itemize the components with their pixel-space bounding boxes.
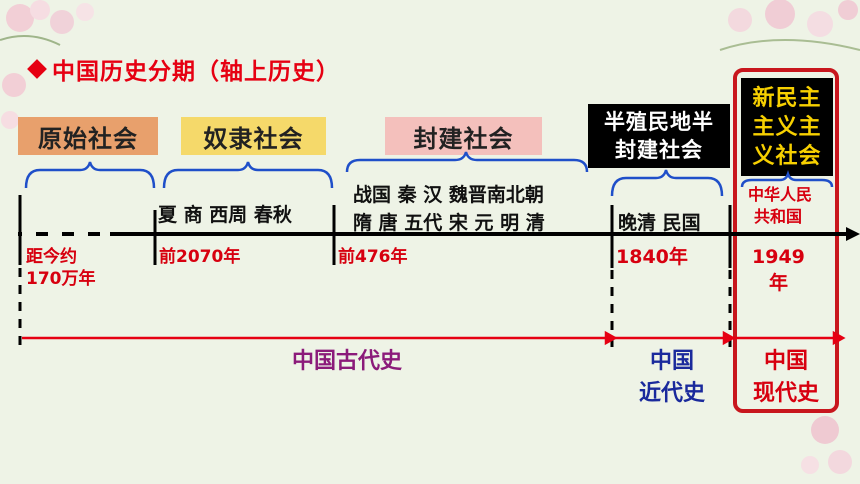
period-contemporary: 中国 现代史 <box>737 346 835 410</box>
year-start-line2: 170万年 <box>26 269 96 289</box>
era-new-line3: 义社会 <box>752 143 822 169</box>
year-start-line1: 距今约 <box>26 247 77 267</box>
dashed-dividers <box>18 268 732 350</box>
title-row: 中国历史分期（轴上历史） <box>27 52 340 86</box>
period-contemporary-line1: 中国 <box>763 349 808 374</box>
period-contemporary-line2: 现代史 <box>752 381 819 406</box>
year-1840: 1840年 <box>616 246 688 268</box>
prc-label-line1: 中华人民 <box>748 185 813 204</box>
page-title: 中国历史分期（轴上历史） <box>52 59 340 85</box>
year-1949: 1949 年 <box>752 244 805 296</box>
era-semi-line2: 封建社会 <box>615 138 703 162</box>
era-new-line2: 主义主 <box>752 114 822 140</box>
prc-label-line2: 共和国 <box>754 207 803 226</box>
era-new-democratic-society: 新民主 主义主 义社会 <box>741 78 833 176</box>
era-primitive-society: 原始社会 <box>18 117 158 155</box>
period-arrows <box>22 330 846 346</box>
era-new-line1: 新民主 <box>752 85 822 111</box>
axis-tick-marks <box>18 195 732 268</box>
year-1949-line2: 年 <box>768 272 788 294</box>
axis-arrowhead-icon <box>846 227 860 241</box>
year-476bc: 前476年 <box>338 247 408 267</box>
period-modern: 中国 近代史 <box>622 346 722 410</box>
dynasties-feudal-line2: 隋 唐 五代 宋 元 明 清 <box>353 212 545 234</box>
year-1949-line1: 1949 <box>752 246 805 268</box>
era-semi-colonial-society: 半殖民地半 封建社会 <box>588 104 730 168</box>
period-ancient: 中国古代史 <box>292 349 403 374</box>
period-modern-line2: 近代史 <box>638 381 705 406</box>
period-modern-line1: 中国 <box>649 349 694 374</box>
era-semi-line1: 半殖民地半 <box>604 110 714 134</box>
prc-label: 中华人民 共和国 <box>748 184 812 228</box>
era-feudal-society: 封建社会 <box>385 117 542 155</box>
dynasties-feudal-line1: 战国 秦 汉 魏晋南北朝 <box>353 184 544 206</box>
dynasties-slave-era: 夏 商 西周 春秋 <box>158 204 292 226</box>
dynasties-modern: 晚清 民国 <box>618 212 701 234</box>
contemporary-highlight-frame <box>733 68 839 413</box>
era-slave-society: 奴隶社会 <box>181 117 326 155</box>
year-2070bc: 前2070年 <box>159 247 241 267</box>
era-braces <box>24 151 834 197</box>
year-start: 距今约 170万年 <box>26 246 96 290</box>
